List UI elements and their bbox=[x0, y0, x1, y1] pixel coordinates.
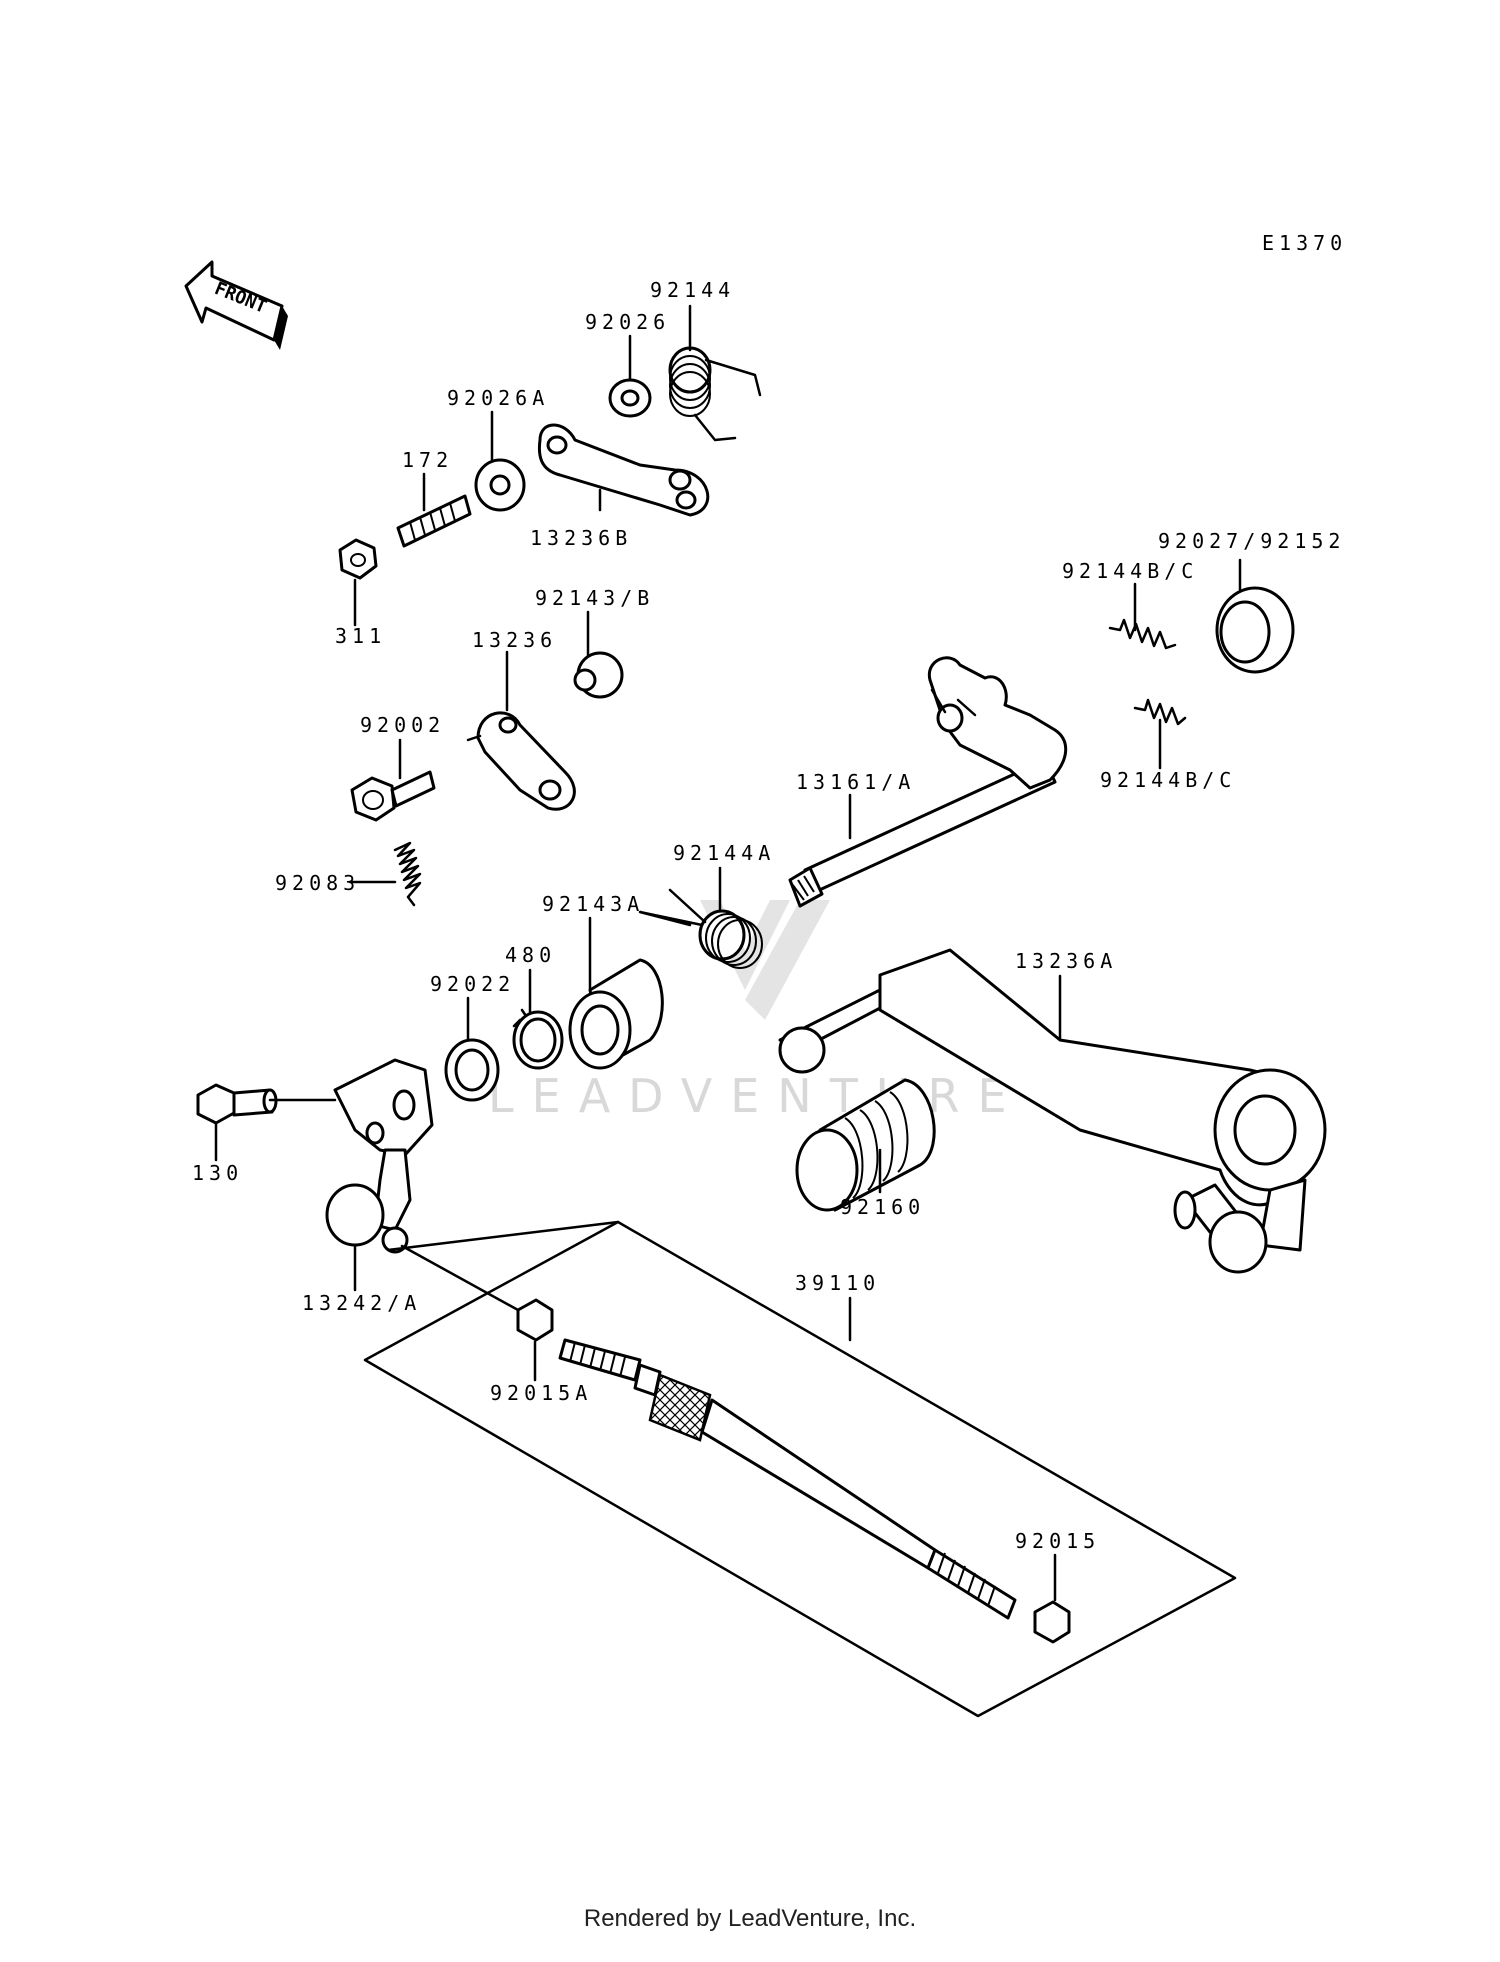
callout-92144A: 92144A bbox=[673, 841, 775, 865]
callout-92083: 92083 bbox=[275, 871, 360, 895]
link-13236 bbox=[466, 711, 576, 811]
render-credit: Rendered by LeadVenture, Inc. bbox=[583, 1905, 917, 1932]
callout-92026A: 92026A bbox=[447, 386, 549, 410]
washer-92022 bbox=[444, 1038, 500, 1102]
arm-13242A bbox=[325, 1058, 434, 1254]
circlip-480 bbox=[512, 1008, 564, 1070]
callout-130: 130 bbox=[192, 1161, 243, 1185]
ref-code: E1370 bbox=[1262, 231, 1347, 255]
bolt-130 bbox=[196, 1083, 278, 1125]
shaft-13161A bbox=[788, 656, 1068, 908]
leader-lines bbox=[214, 304, 1242, 1602]
kit-outline-39110 bbox=[363, 1220, 1237, 1718]
callout-13236B: 13236B bbox=[530, 526, 632, 550]
callout-92015: 92015 bbox=[1015, 1529, 1100, 1553]
washer-92026A bbox=[474, 458, 526, 512]
watermark-text: LEADVENTURE bbox=[488, 1069, 1025, 1123]
callout-480: 480 bbox=[505, 943, 556, 967]
callout-311: 311 bbox=[335, 624, 386, 648]
kit-inner-line bbox=[386, 1220, 620, 1252]
callout-92002: 92002 bbox=[360, 713, 445, 737]
callout-13236: 13236 bbox=[472, 628, 557, 652]
callout-92144BC-top: 92144B/C bbox=[1062, 559, 1198, 583]
rubber-92160 bbox=[795, 1078, 936, 1212]
callout-92022: 92022 bbox=[430, 972, 515, 996]
spring-92144BC-top bbox=[1108, 618, 1177, 650]
callout-13236A: 13236A bbox=[1015, 949, 1117, 973]
nut-92015A bbox=[516, 1298, 554, 1342]
seal-92027 bbox=[1215, 586, 1295, 674]
front-arrow-icon: FRONT bbox=[184, 260, 288, 350]
bushing-92143B bbox=[573, 651, 624, 699]
callout-13242A: 13242/A bbox=[302, 1291, 421, 1315]
callout-92143B: 92143/B bbox=[535, 586, 654, 610]
callout-92027-92152: 92027/92152 bbox=[1158, 529, 1345, 553]
stud-172 bbox=[396, 494, 472, 548]
callout-92160: 92160 bbox=[840, 1195, 925, 1219]
spring-92083 bbox=[393, 841, 422, 907]
nut-311 bbox=[338, 538, 378, 580]
spring-92144A bbox=[638, 888, 763, 969]
pedal-13236A bbox=[778, 948, 1327, 1274]
lever-13236B bbox=[537, 423, 710, 517]
callout-92144BC-bottom: 92144B/C bbox=[1100, 768, 1236, 792]
bolt-92002 bbox=[350, 770, 436, 822]
callout-92015A: 92015A bbox=[490, 1381, 592, 1405]
callout-92026: 92026 bbox=[585, 310, 670, 334]
rod-39110 bbox=[558, 1338, 1017, 1620]
washer-92026 bbox=[608, 378, 652, 418]
collar-92143A bbox=[568, 958, 664, 1070]
callout-172: 172 bbox=[402, 448, 453, 472]
callout-92144: 92144 bbox=[650, 278, 735, 302]
callout-92143A: 92143A bbox=[542, 892, 644, 916]
callout-39110: 39110 bbox=[795, 1271, 880, 1295]
spring-92144BC-bottom bbox=[1133, 698, 1187, 726]
callout-13161A: 13161/A bbox=[796, 770, 915, 794]
spring-92144 bbox=[668, 346, 762, 442]
nut-92015 bbox=[1033, 1600, 1071, 1644]
